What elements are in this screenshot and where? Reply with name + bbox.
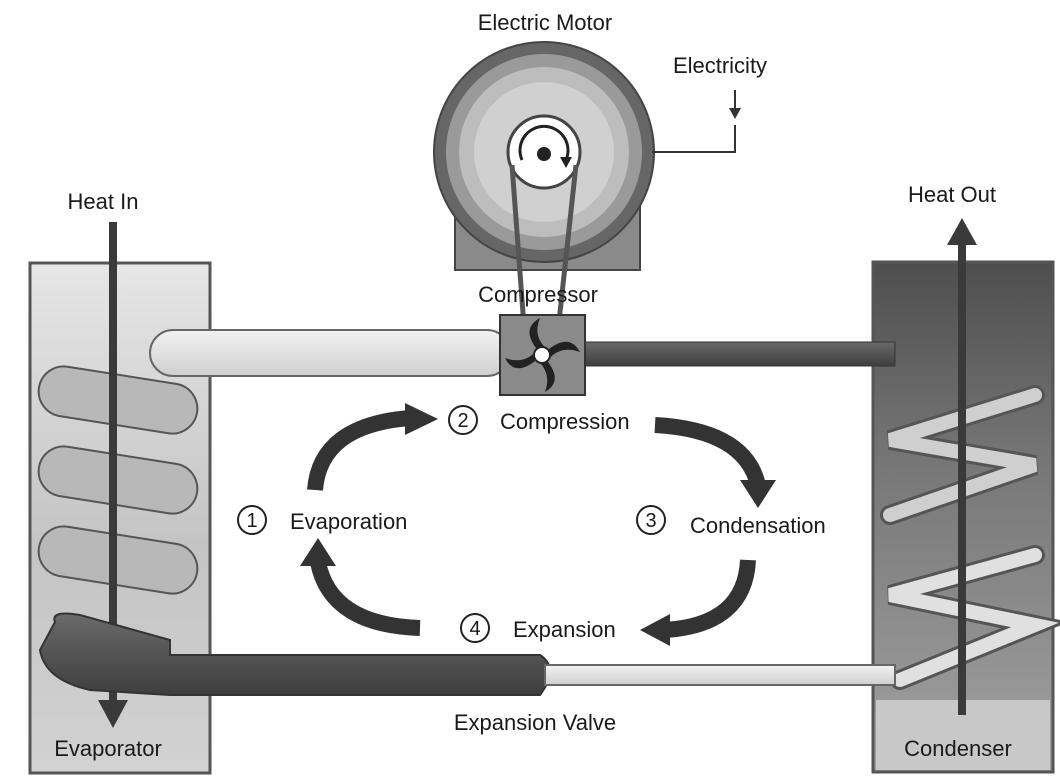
discharge-pipe: [574, 341, 896, 367]
electricity-arrow-icon: [729, 108, 741, 119]
heat-in-label: Heat In: [68, 189, 139, 214]
cycle-arrows: [307, 410, 766, 638]
condenser: [871, 218, 1060, 774]
stage-3-label: Condensation: [690, 513, 826, 538]
stage-2-label: Compression: [500, 409, 630, 434]
pipes: [38, 329, 896, 696]
stage-2-circle: [448, 405, 478, 435]
stage-2-number: 2: [457, 410, 468, 432]
return-pipe: [544, 664, 896, 686]
compressor: [499, 314, 586, 396]
evaporator-coils: [37, 365, 199, 595]
arrowhead-icon: [740, 480, 776, 508]
expansion-valve-label: Expansion Valve: [454, 710, 616, 735]
electric-motor-label: Electric Motor: [478, 10, 612, 35]
heat-out-label: Heat Out: [908, 182, 996, 207]
condenser-label: Condenser: [904, 736, 1012, 761]
heat-in-arrow-icon: [98, 700, 128, 728]
arrowhead-icon: [300, 538, 336, 566]
stage-3-number: 3: [645, 510, 656, 532]
rotation-arrow-icon: [518, 124, 570, 161]
electricity-label: Electricity: [673, 53, 767, 78]
stage-3-circle: [636, 505, 666, 535]
stage-4-label: Expansion: [513, 617, 616, 642]
suction-pipe: [149, 329, 511, 377]
arrow-evap-to-comp: [307, 410, 411, 491]
stage-1-circle: [237, 505, 267, 535]
condenser-base: [876, 700, 1050, 770]
compressor-hub: [533, 346, 551, 364]
evaporator-label: Evaporator: [54, 736, 162, 761]
stage-1-number: 1: [246, 510, 257, 532]
belt-right: [554, 164, 579, 341]
stage-4-circle: [460, 613, 490, 643]
arrow-comp-to-cond: [654, 417, 766, 488]
heat-out-arrow-icon: [947, 218, 977, 245]
compressor-label: Compressor: [478, 282, 598, 307]
pulley-axle: [537, 147, 551, 161]
arrow-cond-to-exp: [664, 559, 756, 638]
cycle-arrowheads: [300, 403, 776, 646]
arrow-exp-to-evap: [310, 560, 421, 636]
stage-4-number: 4: [469, 618, 480, 640]
electricity-wire: [652, 125, 736, 153]
stage-1-label: Evaporation: [290, 509, 407, 534]
compressor-rotor-icon: [505, 318, 580, 392]
stage-markers: [237, 405, 666, 643]
belt-left: [509, 164, 528, 341]
electric-motor: [433, 41, 741, 341]
arrowhead-icon: [640, 614, 670, 646]
arrowhead-icon: [405, 403, 438, 435]
